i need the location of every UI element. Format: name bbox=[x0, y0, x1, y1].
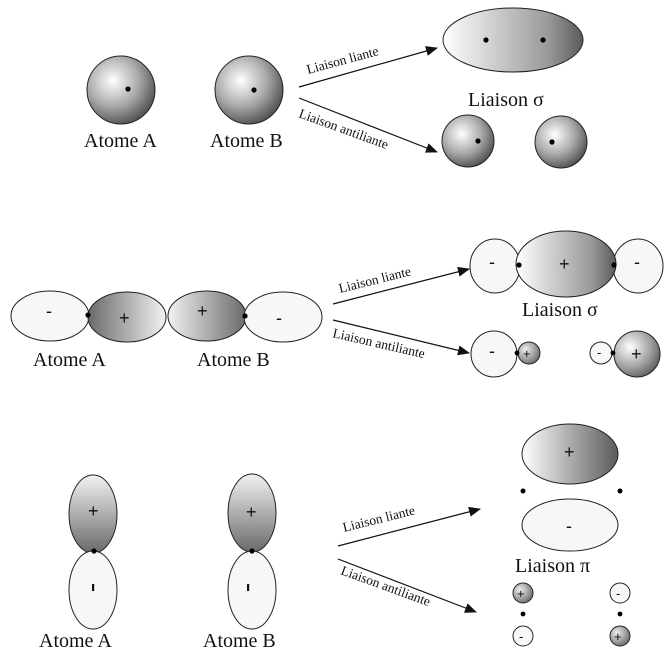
sigma-p-left-lobe bbox=[469, 238, 521, 294]
pi-antibonding-b-plus: + bbox=[614, 629, 622, 644]
atom-a-s-orbital bbox=[86, 55, 156, 125]
antibonding-nucleus-b bbox=[549, 139, 555, 145]
atom-b-minus-sign bbox=[247, 584, 250, 591]
antibonding-right-minus: - bbox=[597, 345, 601, 360]
pi-antibonding-a-top bbox=[512, 582, 534, 604]
atom-a-minus-sign bbox=[92, 584, 95, 591]
atom-a-minus-sign: - bbox=[46, 301, 52, 321]
pi-antibonding-a-bottom bbox=[512, 625, 534, 647]
antibonding-right-plus: + bbox=[631, 344, 642, 364]
antibonding-arrow-label: Liaison antiliante bbox=[339, 563, 433, 609]
sigma-p-minus-right: - bbox=[634, 252, 640, 272]
antibonding-left-nucleus bbox=[514, 350, 520, 356]
pi-plus-sign: + bbox=[564, 442, 575, 462]
atom-b-negative-lobe bbox=[243, 291, 323, 343]
pi-antibonding-b-nucleus bbox=[617, 611, 623, 617]
atom-b-plus-sign: + bbox=[197, 301, 208, 321]
antibonding-left-minus: - bbox=[489, 341, 495, 361]
atom-a-plus-sign: + bbox=[119, 308, 130, 328]
atom-b-p-nucleus bbox=[242, 313, 248, 319]
bonding-arrow-label: Liaison liante bbox=[337, 263, 412, 295]
atom-b-minus-sign: - bbox=[276, 308, 282, 328]
sigma-nucleus-a bbox=[483, 37, 489, 43]
sigma-p-minus-left: - bbox=[489, 252, 495, 272]
antibonding-right-nucleus bbox=[610, 350, 616, 356]
antibonding-left-plus: + bbox=[523, 346, 531, 361]
pi-antibonding-a-nucleus bbox=[520, 611, 526, 617]
atom-a-p-nucleus bbox=[91, 548, 97, 554]
atom-a-label: Atome A bbox=[39, 630, 112, 652]
bonding-arrow-label: Liaison liante bbox=[341, 502, 416, 534]
pi-bond-label: Liaison π bbox=[515, 555, 590, 577]
row-s-orbitals: Atome A Atome B Liaison liante Liaison a… bbox=[84, 7, 588, 169]
atom-b-label: Atome B bbox=[197, 349, 270, 371]
bonding-arrow bbox=[337, 506, 481, 547]
sigma-nucleus-b bbox=[540, 37, 546, 43]
bonding-arrow-label: Liaison liante bbox=[305, 43, 380, 77]
pi-bonding-top-lobe bbox=[521, 423, 619, 485]
atom-a-plus-sign: + bbox=[88, 501, 99, 521]
row-p-pi: + + Atome A Atome B Liaison liante Liais… bbox=[39, 423, 631, 652]
pi-antibonding-a-plus: + bbox=[517, 586, 525, 601]
antibonding-orbital-b bbox=[534, 115, 588, 169]
atom-b-nucleus bbox=[251, 87, 257, 93]
pi-nucleus-b bbox=[617, 488, 623, 494]
antibonding-orbital-a bbox=[441, 114, 495, 168]
sigma-bond-label: Liaison σ bbox=[468, 89, 544, 111]
atom-b-s-orbital bbox=[214, 55, 284, 125]
antibonding-arrow bbox=[332, 319, 470, 356]
sigma-p-nucleus-b bbox=[611, 262, 617, 268]
pi-bonding-bottom-lobe bbox=[521, 498, 619, 552]
atom-b-label: Atome B bbox=[210, 130, 283, 152]
atom-a-p-nucleus bbox=[85, 312, 91, 318]
sigma-p-nucleus-a bbox=[516, 262, 522, 268]
atom-a-label: Atome A bbox=[33, 349, 106, 371]
atom-b-label: Atome B bbox=[203, 630, 276, 652]
pi-antibonding-b-top bbox=[609, 582, 631, 604]
atom-a-label: Atome A bbox=[84, 130, 157, 152]
pi-antibonding-b-minus: - bbox=[616, 586, 620, 601]
sigma-p-plus-center: + bbox=[559, 254, 570, 274]
bonding-arrow bbox=[298, 46, 438, 88]
row-p-sigma: - + + - Atome A Atome B Liaison liante L… bbox=[10, 230, 664, 378]
antibonding-nucleus-a bbox=[475, 138, 481, 144]
pi-antibonding-a-minus: - bbox=[519, 629, 523, 644]
pi-antibonding-b-bottom bbox=[609, 625, 631, 647]
sigma-bond-label: Liaison σ bbox=[522, 299, 598, 321]
antibonding-arrow bbox=[337, 558, 477, 613]
atom-b-p-nucleus bbox=[249, 548, 255, 554]
sigma-bonding-orbital bbox=[442, 7, 584, 73]
pi-minus-sign: - bbox=[566, 516, 572, 536]
atom-b-negative-lobe bbox=[227, 550, 277, 630]
atom-b-plus-sign: + bbox=[246, 502, 257, 522]
atom-a-nucleus bbox=[125, 86, 131, 92]
pi-nucleus-a bbox=[520, 488, 526, 494]
bonding-arrow bbox=[332, 266, 470, 305]
antibonding-arrow bbox=[298, 97, 438, 153]
